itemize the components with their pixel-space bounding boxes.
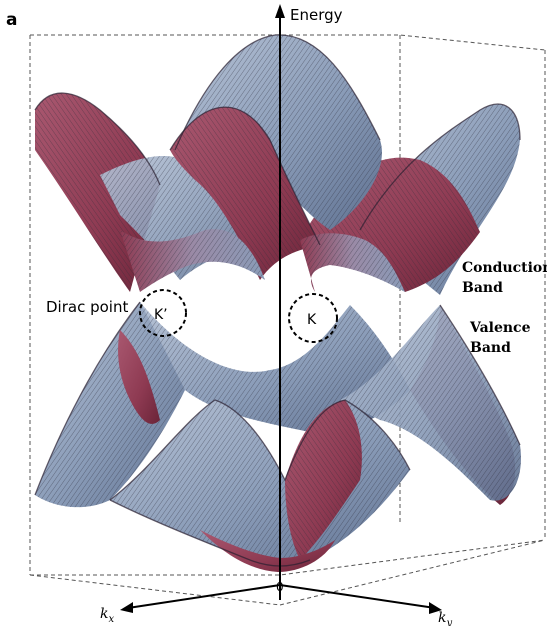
dirac-circle-k — [288, 293, 338, 343]
dirac-point-label: Dirac point — [46, 298, 129, 316]
panel-label: a — [6, 10, 18, 30]
k-axes — [127, 584, 436, 609]
axis-kx-label: kx — [100, 606, 114, 625]
dirac-circle-k-prime — [139, 289, 187, 337]
ky-arrowhead — [429, 602, 442, 614]
origin-label: 0 — [276, 580, 284, 594]
kx-arrowhead — [120, 602, 133, 613]
valence-band-label: Valence Band — [470, 320, 531, 356]
k-label: K — [307, 312, 317, 328]
conduction-band-label: Conduction Band — [462, 260, 547, 296]
valence-band-surface — [34, 301, 521, 572]
conduction-band-surface — [34, 34, 521, 296]
axis-ky-label: ky — [438, 610, 452, 626]
energy-axis — [275, 4, 285, 600]
axis-energy-label: Energy — [290, 6, 343, 24]
k-prime-label: K’ — [154, 307, 168, 323]
